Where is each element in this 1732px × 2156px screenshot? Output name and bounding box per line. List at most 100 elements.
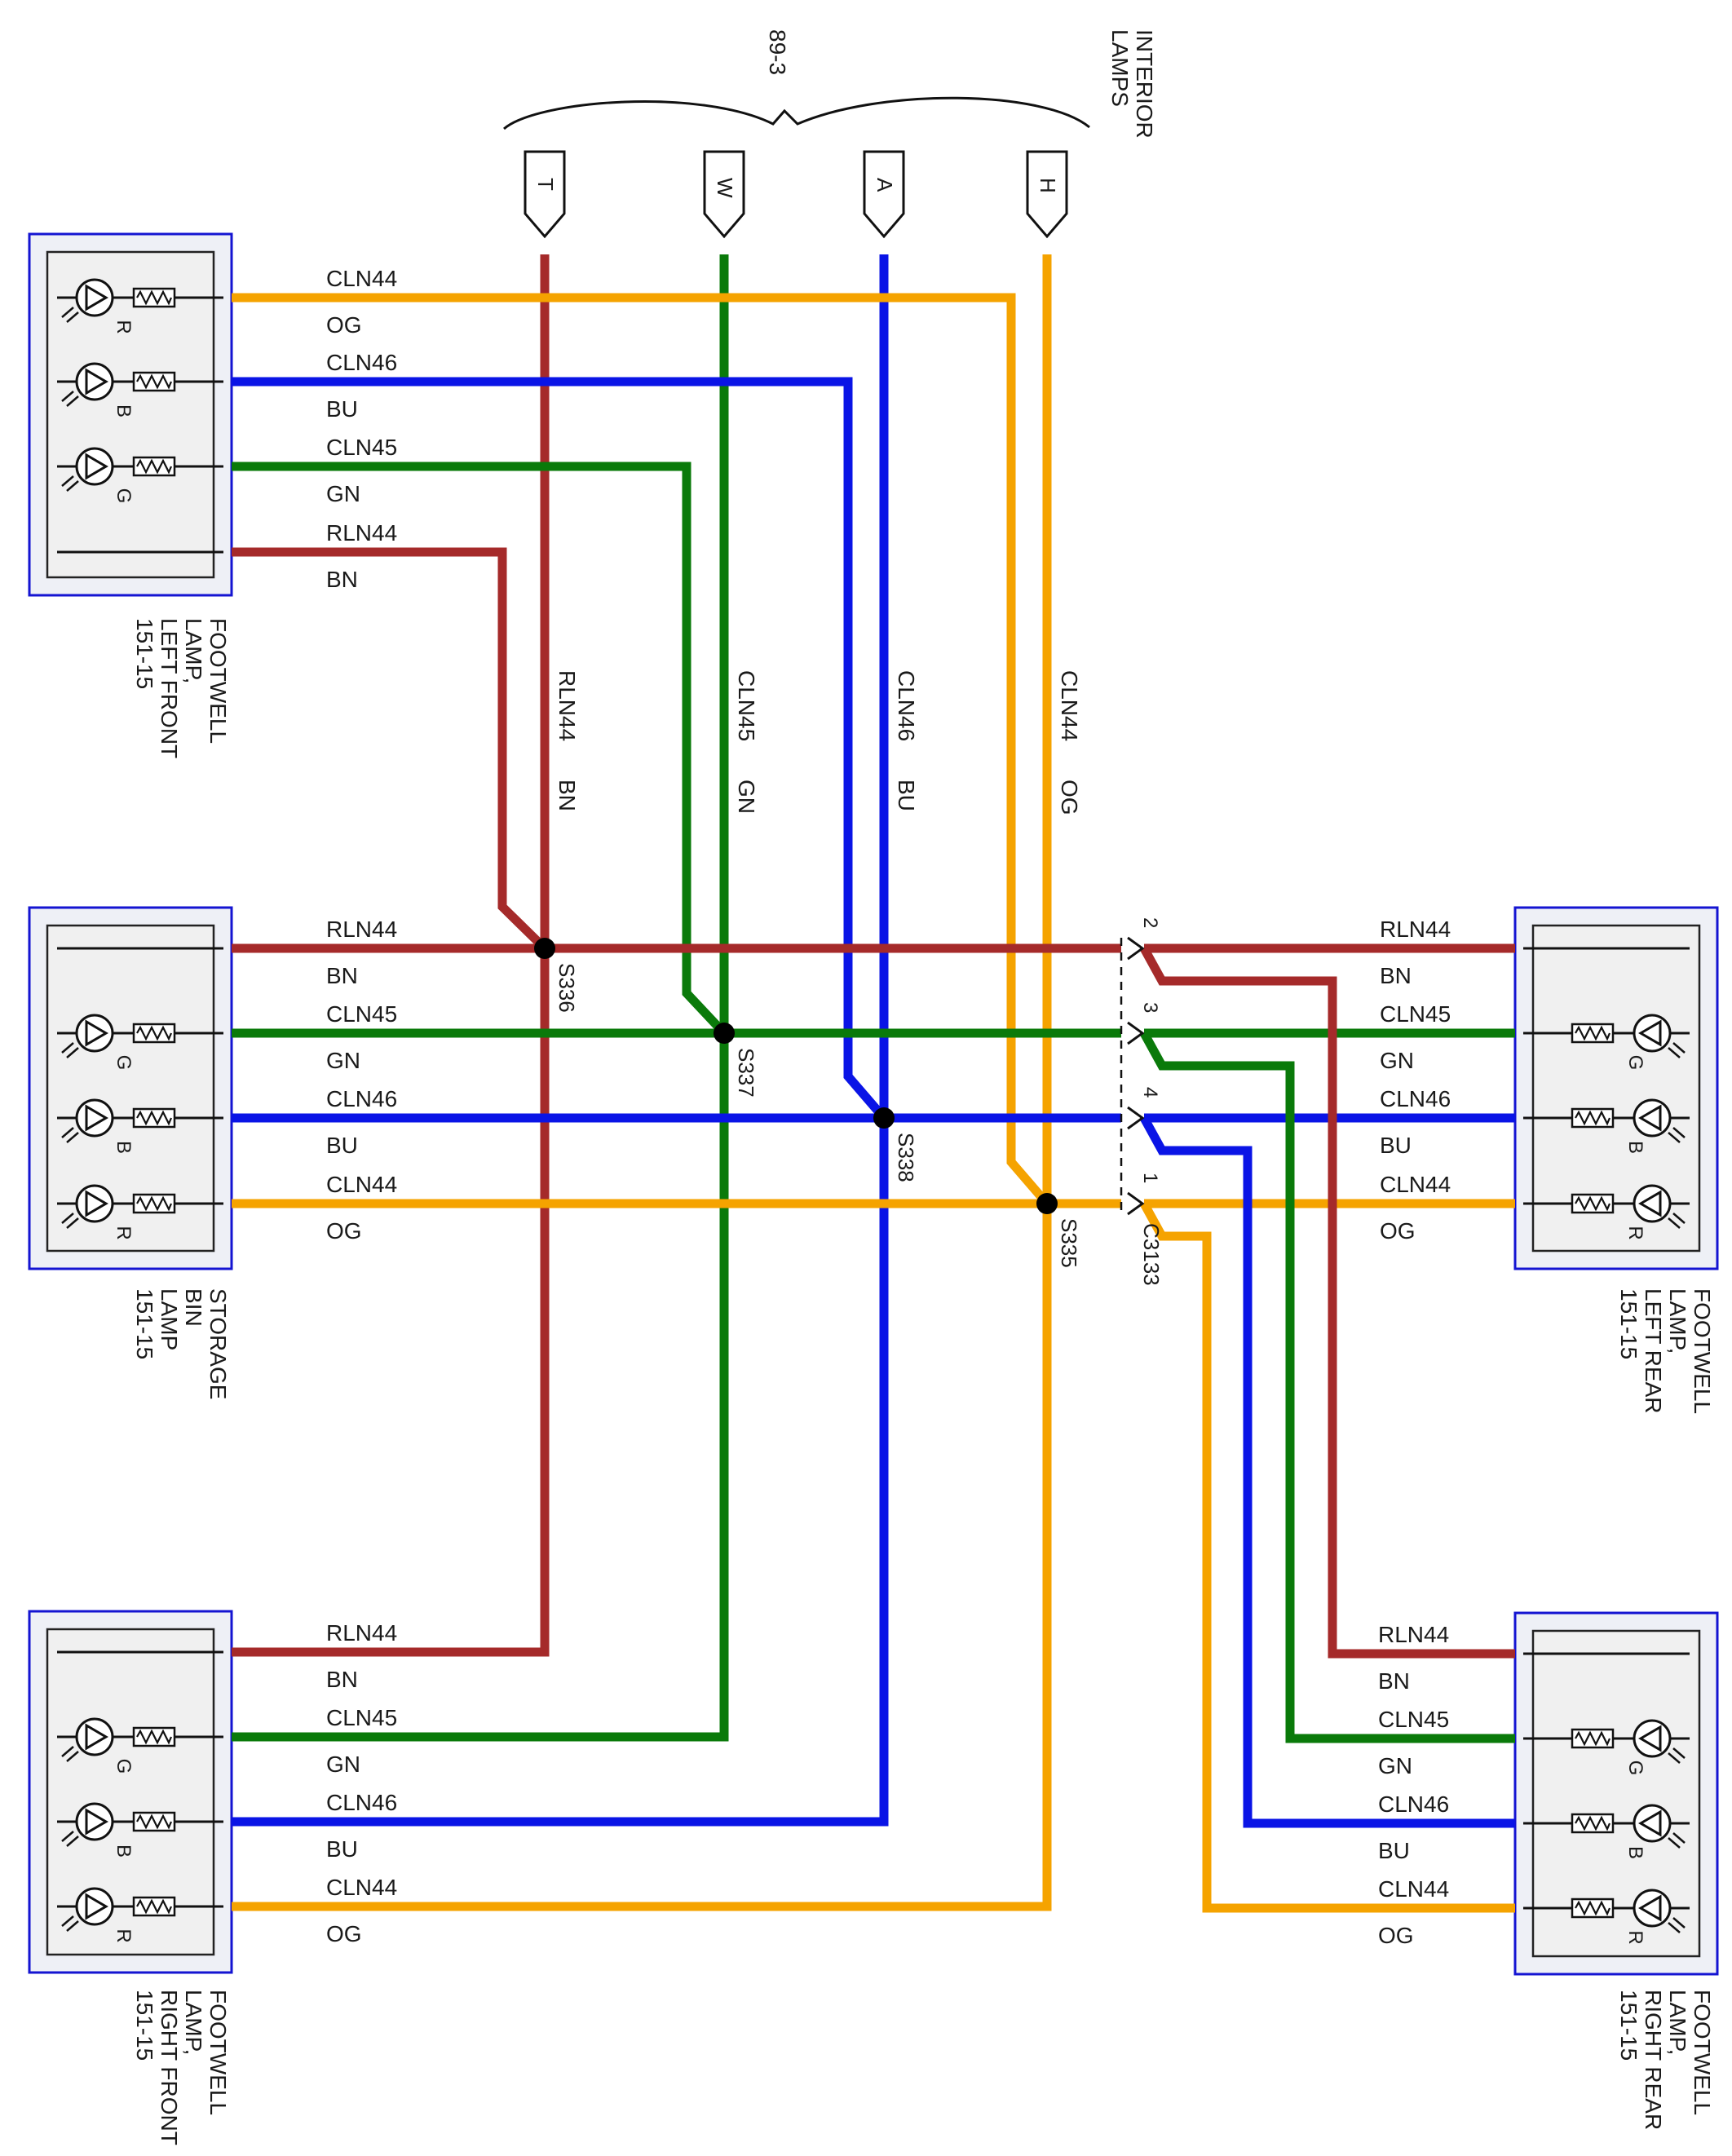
- component-title-line: STORAGE: [205, 1288, 231, 1399]
- connector-pin-number: 4: [1139, 1087, 1161, 1098]
- wire-cln46-bu: [232, 377, 888, 1121]
- lamp-letter: R: [1624, 1930, 1646, 1944]
- component-title-line: RIGHT REAR: [1641, 1990, 1666, 2130]
- lamp-g: G: [61, 1717, 135, 1774]
- lamp-r: R: [61, 278, 135, 334]
- component-title-line: LEFT FRONT: [157, 618, 182, 758]
- lamp-letter: R: [113, 1928, 135, 1942]
- wire-color-label: GN: [1378, 1753, 1412, 1778]
- resistor-icon: [132, 1726, 176, 1747]
- component-footwell-left-front: RBG: [28, 232, 233, 597]
- component-title-line: LAMP,: [181, 618, 206, 683]
- vertical-color-label: GN: [734, 780, 759, 814]
- wire-color-label: GN: [326, 1048, 360, 1073]
- lamp-triangle-icon: [85, 1104, 108, 1132]
- light-ray-icon: [1668, 1752, 1681, 1764]
- component-title-line: FOOTWELL: [205, 618, 231, 744]
- splice-label: S336: [555, 963, 579, 1013]
- wire-color-label: GN: [326, 1752, 360, 1777]
- resistor-icon: [1571, 1728, 1615, 1749]
- wire-rln44-bn: [232, 254, 550, 1657]
- light-ray-icon: [66, 1217, 79, 1229]
- wire-circuit-label: CLN45: [1380, 1001, 1451, 1027]
- lamp-triangle-icon: [1638, 1190, 1662, 1217]
- wire-color-label: OG: [326, 312, 362, 338]
- light-ray-icon: [61, 391, 74, 402]
- wire-rln44-bn: [1140, 946, 1515, 1659]
- lamp-triangle-icon: [85, 284, 108, 311]
- interior-label: INTERIOR: [1132, 29, 1157, 139]
- wire-color-label: BN: [1380, 963, 1412, 988]
- light-ray-icon: [1672, 1042, 1686, 1054]
- light-ray-icon: [61, 1213, 74, 1224]
- component-footwell-right-rear: G B R: [1513, 1611, 1719, 1976]
- interior-label: LAMPS: [1107, 29, 1133, 107]
- light-ray-icon: [66, 1751, 79, 1762]
- wire-color-label: BU: [1378, 1838, 1410, 1863]
- light-ray-icon: [1668, 1217, 1681, 1229]
- light-ray-icon: [66, 1132, 79, 1143]
- lamp-triangle-icon: [85, 1019, 108, 1047]
- wire-circuit-label: CLN45: [326, 435, 397, 460]
- component-title-line: 151-15: [132, 1288, 157, 1359]
- connector-shape-icon: [524, 150, 566, 239]
- wire-circuit-label: CLN45: [326, 1705, 397, 1730]
- splice-dot: [873, 1107, 895, 1129]
- lamp-triangle-icon: [85, 1723, 108, 1751]
- vertical-color-label: BN: [555, 780, 580, 811]
- wire-color-label: BN: [326, 567, 358, 592]
- wire-circuit-label: RLN44: [1380, 917, 1451, 942]
- component-title-line: FOOTWELL: [1690, 1990, 1715, 2115]
- wire-color-label: BU: [326, 396, 358, 422]
- light-ray-icon: [61, 1831, 74, 1842]
- component-title-line: LAMP,: [1665, 1990, 1690, 2055]
- lamp-r: R: [1624, 1184, 1686, 1240]
- light-ray-icon: [61, 307, 74, 318]
- light-ray-icon: [66, 311, 79, 323]
- lamp-r: R: [61, 1887, 135, 1943]
- resistor-zigzag-icon: [136, 458, 173, 475]
- wires: [232, 254, 1515, 1913]
- resistor-zigzag-icon: [1575, 1815, 1611, 1831]
- wire-cln44-og: [232, 293, 1051, 1207]
- resistor-zigzag-icon: [1575, 1730, 1611, 1747]
- lamp-r: R: [1624, 1889, 1686, 1945]
- light-ray-icon: [1668, 1047, 1681, 1058]
- light-ray-icon: [66, 395, 79, 407]
- wire-cln45-gn: [232, 254, 729, 1742]
- resistor-icon: [132, 1896, 176, 1917]
- lamp-letter: G: [113, 488, 135, 504]
- light-ray-icon: [61, 1127, 74, 1138]
- light-ray-icon: [1672, 1832, 1686, 1844]
- lamp-g: G: [61, 1014, 135, 1070]
- light-ray-icon: [66, 1047, 79, 1058]
- wire-circuit-label: CLN44: [326, 1172, 397, 1197]
- lamp-letter: R: [1624, 1226, 1646, 1239]
- vertical-color-label: BU: [894, 780, 919, 811]
- brace-icon: [503, 96, 1090, 130]
- resistor-icon: [132, 456, 176, 477]
- vertical-color-label: OG: [1057, 780, 1082, 815]
- lamp-g: G: [1624, 1719, 1686, 1775]
- component-title-line: LAMP,: [181, 1990, 206, 2055]
- resistor-zigzag-icon: [136, 1898, 173, 1915]
- component-storage-bin-lamp: GBR: [28, 906, 233, 1270]
- wire-circuit-label: CLN44: [326, 266, 397, 291]
- splice-label: S338: [894, 1133, 918, 1182]
- lamp-letter: B: [1624, 1846, 1646, 1859]
- lamp-letter: B: [1624, 1141, 1646, 1154]
- wire-color-label: OG: [1378, 1923, 1414, 1948]
- vertical-circuit-label: CLN46: [894, 670, 919, 741]
- wire-cln44-og: [232, 254, 1052, 1911]
- vertical-circuit-label: RLN44: [555, 670, 580, 741]
- component-inner-box: [46, 1628, 215, 1956]
- lamp-triangle-icon: [1638, 1725, 1662, 1752]
